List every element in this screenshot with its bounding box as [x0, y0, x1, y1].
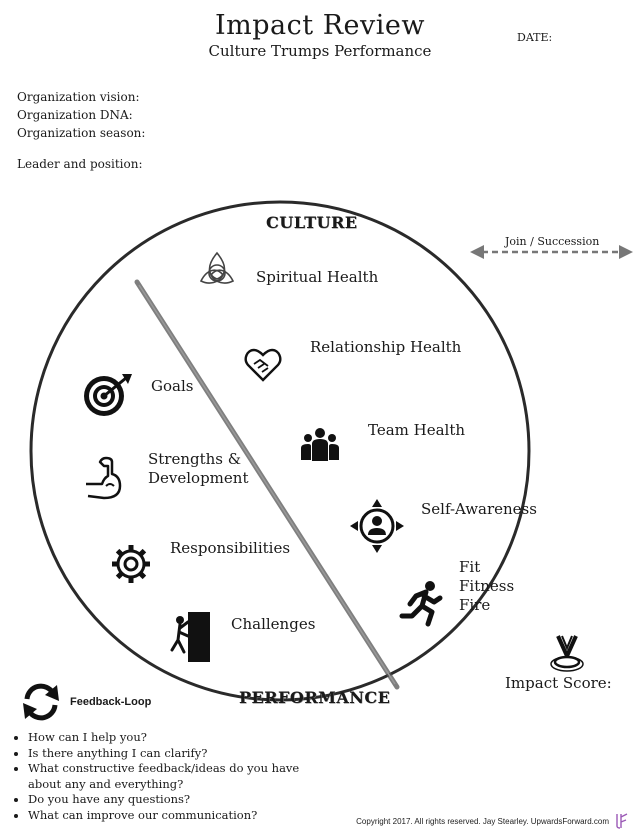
goals-label: Goals	[151, 377, 194, 395]
page-title: Impact Review	[215, 10, 425, 41]
copyright-text: Copyright 2017. All rights reserved. Jay…	[356, 817, 609, 826]
responsibilities-label: Responsibilities	[170, 539, 291, 557]
diagram-circle	[29, 200, 531, 702]
self-awareness-label: Self-Awareness	[421, 500, 537, 518]
feedback-question-list: How can I help you? Is there anything I …	[14, 730, 318, 823]
date-label: DATE:	[517, 31, 553, 44]
handshake-heart-icon	[244, 348, 282, 382]
impact-score-label: Impact Score:	[505, 674, 612, 692]
organization-season-field: Organization season:	[17, 126, 146, 140]
trinity-knot-icon	[199, 251, 235, 284]
running-person-icon	[399, 581, 443, 627]
culture-label: CULTURE	[266, 213, 358, 232]
join-succession-label: Join / Succession	[505, 235, 600, 248]
organization-dna-field: Organization DNA:	[17, 108, 133, 122]
list-item: Do you have any questions?	[28, 792, 318, 808]
list-item: Is there anything I can clarify?	[28, 746, 318, 762]
fit-label: Fit	[459, 558, 481, 576]
team-health-label: Team Health	[368, 421, 466, 439]
feedback-loop-title: Feedback-Loop	[70, 696, 152, 708]
list-item: What can improve our communication?	[28, 808, 318, 824]
upwards-forward-logo-icon	[616, 813, 628, 829]
team-people-icon	[301, 428, 339, 461]
flexed-arm-icon	[86, 456, 122, 500]
development-label: Development	[148, 469, 249, 487]
join-succession-arrow	[470, 245, 633, 259]
leader-position-field: Leader and position:	[17, 157, 143, 171]
relationship-health-label: Relationship Health	[310, 338, 462, 356]
spiritual-health-label: Spiritual Health	[256, 268, 379, 286]
list-item: What constructive feedback/ideas do you …	[28, 761, 318, 792]
target-icon	[84, 374, 132, 416]
feedback-loop-icon	[23, 683, 59, 721]
impact-icon	[550, 635, 584, 672]
climber-icon	[170, 612, 210, 662]
list-item: How can I help you?	[28, 730, 318, 746]
gear-icon	[112, 545, 150, 583]
fire-label: Fire	[459, 596, 491, 614]
self-awareness-icon	[350, 499, 404, 553]
page-subtitle: Culture Trumps Performance	[208, 42, 432, 60]
strengths-label: Strengths &	[148, 450, 242, 468]
performance-label: PERFORMANCE	[239, 688, 391, 707]
fitness-label: Fitness	[459, 577, 515, 595]
organization-vision-field: Organization vision:	[17, 90, 140, 104]
challenges-label: Challenges	[231, 615, 316, 633]
